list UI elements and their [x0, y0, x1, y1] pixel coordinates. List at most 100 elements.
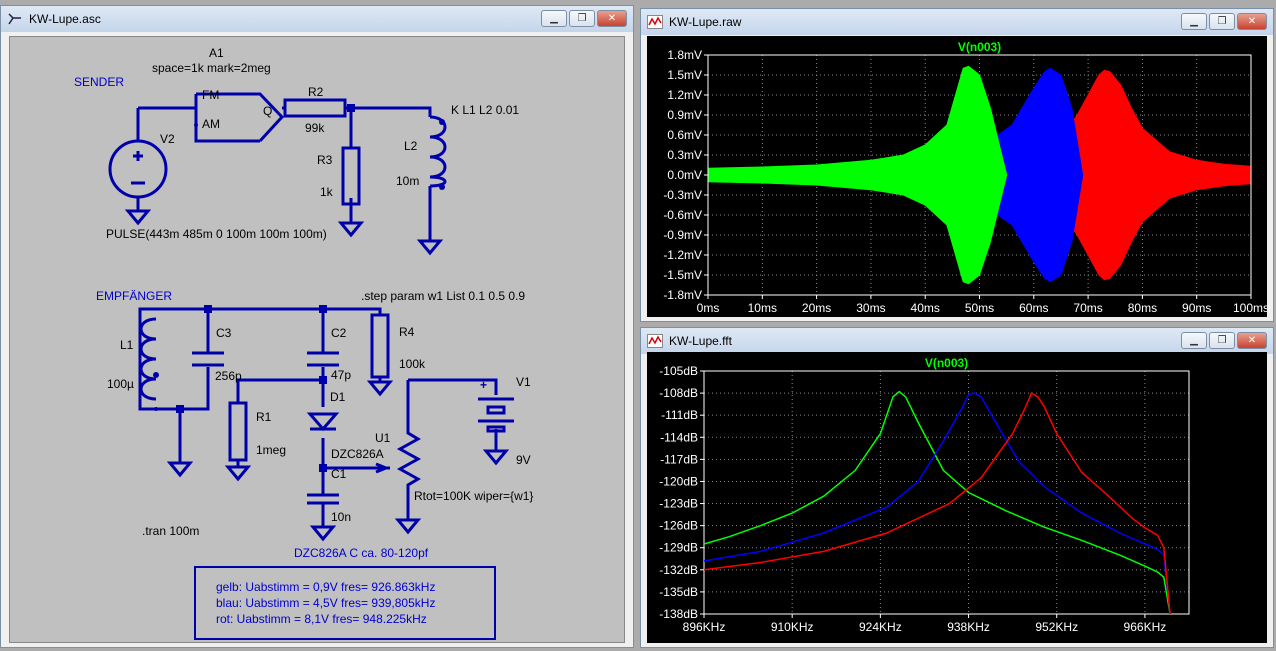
y-tick-label: 1.2mV [667, 88, 702, 102]
schematic-icon [8, 13, 21, 25]
y-tick-label: -135dB [659, 585, 698, 599]
x-tick-label: 966KHz [1124, 620, 1167, 634]
label-sender: SENDER [74, 75, 124, 89]
y-tick-label: -114dB [660, 430, 698, 444]
schematic-canvas[interactable]: + A1 space=1k mark=2meg FM AM Q R2 99k K… [9, 36, 625, 643]
label-fm: FM [202, 88, 219, 102]
schematic-titlebar[interactable]: KW-Lupe.asc ▁ ❐ ✕ [1, 6, 633, 32]
label-v2: V2 [160, 132, 175, 146]
x-tick-label: 70ms [1073, 301, 1102, 315]
label-r1-val: 1meg [256, 443, 286, 457]
x-tick-label: 80ms [1128, 301, 1157, 315]
label-l2-val: 10m [396, 174, 419, 188]
minimize-button[interactable]: ▁ [1181, 332, 1207, 349]
fft-plot-window[interactable]: KW-Lupe.fft ▁ ❐ ✕ V(n003)-105dB-108dB-11… [640, 327, 1274, 648]
label-a1-params: space=1k mark=2meg [152, 61, 271, 75]
y-tick-label: -132dB [659, 563, 698, 577]
waveform-icon [647, 334, 663, 348]
y-tick-label: 0.6mV [667, 128, 702, 142]
x-tick-label: 952KHz [1035, 620, 1078, 634]
y-tick-label: -0.9mV [663, 228, 702, 242]
x-tick-label: 896KHz [683, 620, 726, 634]
maximize-button[interactable]: ❐ [1209, 332, 1235, 349]
y-tick-label: -1.8mV [663, 288, 702, 302]
label-pulse: PULSE(443m 485m 0 100m 100m 100m) [106, 227, 327, 241]
y-tick-label: -105dB [659, 364, 698, 378]
label-c1: C1 [331, 467, 347, 481]
label-r2-val: 99k [305, 121, 325, 135]
note-line-1: gelb: Uabstimm = 0,9V fres= 926.863kHz [216, 580, 435, 594]
x-tick-label: 20ms [802, 301, 831, 315]
x-tick-label: 0ms [697, 301, 720, 315]
label-r2: R2 [308, 85, 324, 99]
plot-frame-top [707, 54, 1252, 296]
x-tick-label: 40ms [911, 301, 940, 315]
fft-titlebar[interactable]: KW-Lupe.fft ▁ ❐ ✕ [641, 328, 1273, 354]
label-q: Q [263, 104, 272, 118]
label-step: .step param w1 List 0.1 0.5 0.9 [361, 289, 525, 303]
label-l2: L2 [404, 139, 418, 153]
label-c3-val: 256p [215, 369, 242, 383]
y-tick-label: 0.0mV [667, 168, 702, 182]
y-tick-label: -1.2mV [663, 248, 702, 262]
x-tick-label: 938KHz [947, 620, 990, 634]
fft-chart[interactable]: V(n003)-105dB-108dB-111dB-114dB-117dB-12… [647, 352, 1267, 643]
series-line [703, 392, 1171, 615]
label-r4: R4 [399, 325, 415, 339]
x-tick-label: 10ms [748, 301, 777, 315]
label-r4-val: 100k [399, 357, 426, 371]
y-tick-label: -117dB [660, 452, 698, 466]
label-v1: V1 [516, 375, 531, 389]
label-u1: U1 [375, 431, 391, 445]
y-tick-label: -0.3mV [663, 188, 702, 202]
series-envelope [707, 65, 1008, 285]
label-tran: .tran 100m [142, 524, 199, 538]
y-tick-label: -0.6mV [663, 208, 702, 222]
close-button[interactable]: ✕ [597, 10, 627, 27]
y-tick-label: -123dB [659, 497, 698, 511]
waveform-icon [647, 15, 663, 29]
y-tick-label: 0.3mV [667, 148, 702, 162]
x-tick-label: 30ms [856, 301, 885, 315]
y-tick-label: -111dB [661, 408, 698, 422]
raw-chart[interactable]: V(n003) 1.8mV 1.5mV 1.2mV 0.9mV 0.6mV 0.3mV 0.0… [647, 36, 1269, 317]
note-line-2: blau: Uabstimm = 4,5V fres= 939,805kHz [216, 596, 435, 610]
label-k: K L1 L2 0.01 [451, 103, 519, 117]
raw-titlebar[interactable]: KW-Lupe.raw ▁ ❐ ✕ [641, 9, 1273, 35]
label-d1: D1 [330, 390, 346, 404]
label-l1-val: 100µ [107, 377, 134, 391]
label-r3: R3 [317, 153, 333, 167]
minimize-button[interactable]: ▁ [1181, 13, 1207, 30]
label-l1: L1 [120, 338, 134, 352]
maximize-button[interactable]: ❐ [1209, 13, 1235, 30]
y-tick-label: 1.8mV [667, 48, 702, 62]
svg-text:+: + [480, 378, 487, 392]
schematic-drawing: + A1 space=1k mark=2meg FM AM Q R2 99k K… [74, 46, 533, 640]
label-v1-val: 9V [516, 453, 531, 467]
fft-title: KW-Lupe.fft [669, 334, 732, 348]
y-tick-label: -126dB [659, 519, 698, 533]
x-tick-label: 100ms [1233, 301, 1267, 315]
label-a1: A1 [209, 46, 224, 60]
note-line-3: rot: Uabstimm = 8,1V fres= 948.225kHz [216, 612, 427, 626]
close-button[interactable]: ✕ [1237, 332, 1267, 349]
y-tick-label: -120dB [659, 474, 698, 488]
schematic-window[interactable]: KW-Lupe.asc ▁ ❐ ✕ [0, 5, 634, 648]
raw-plot-window[interactable]: KW-Lupe.raw ▁ ❐ ✕ V(n003) 1.8mV 1.5mV 1.2mV… [640, 8, 1274, 322]
series-line [703, 392, 1171, 615]
y-tick-label: 0.9mV [667, 108, 702, 122]
close-button[interactable]: ✕ [1237, 13, 1267, 30]
schematic-title: KW-Lupe.asc [29, 12, 101, 26]
y-tick-label: -129dB [659, 541, 698, 555]
y-tick-label: -1.5mV [663, 268, 702, 282]
label-c3: C3 [216, 326, 232, 340]
label-rtot: Rtot=100K wiper={w1} [414, 489, 533, 503]
plot-title: V(n003) [958, 40, 1001, 54]
maximize-button[interactable]: ❐ [569, 10, 595, 27]
y-tick-label: 1.5mV [667, 68, 702, 82]
label-c1-val: 10n [331, 510, 351, 524]
plot-frame [703, 370, 1190, 615]
label-c2-val: 47p [331, 368, 351, 382]
label-dzc-note: DZC826A C ca. 80-120pf [294, 546, 429, 560]
minimize-button[interactable]: ▁ [541, 10, 567, 27]
